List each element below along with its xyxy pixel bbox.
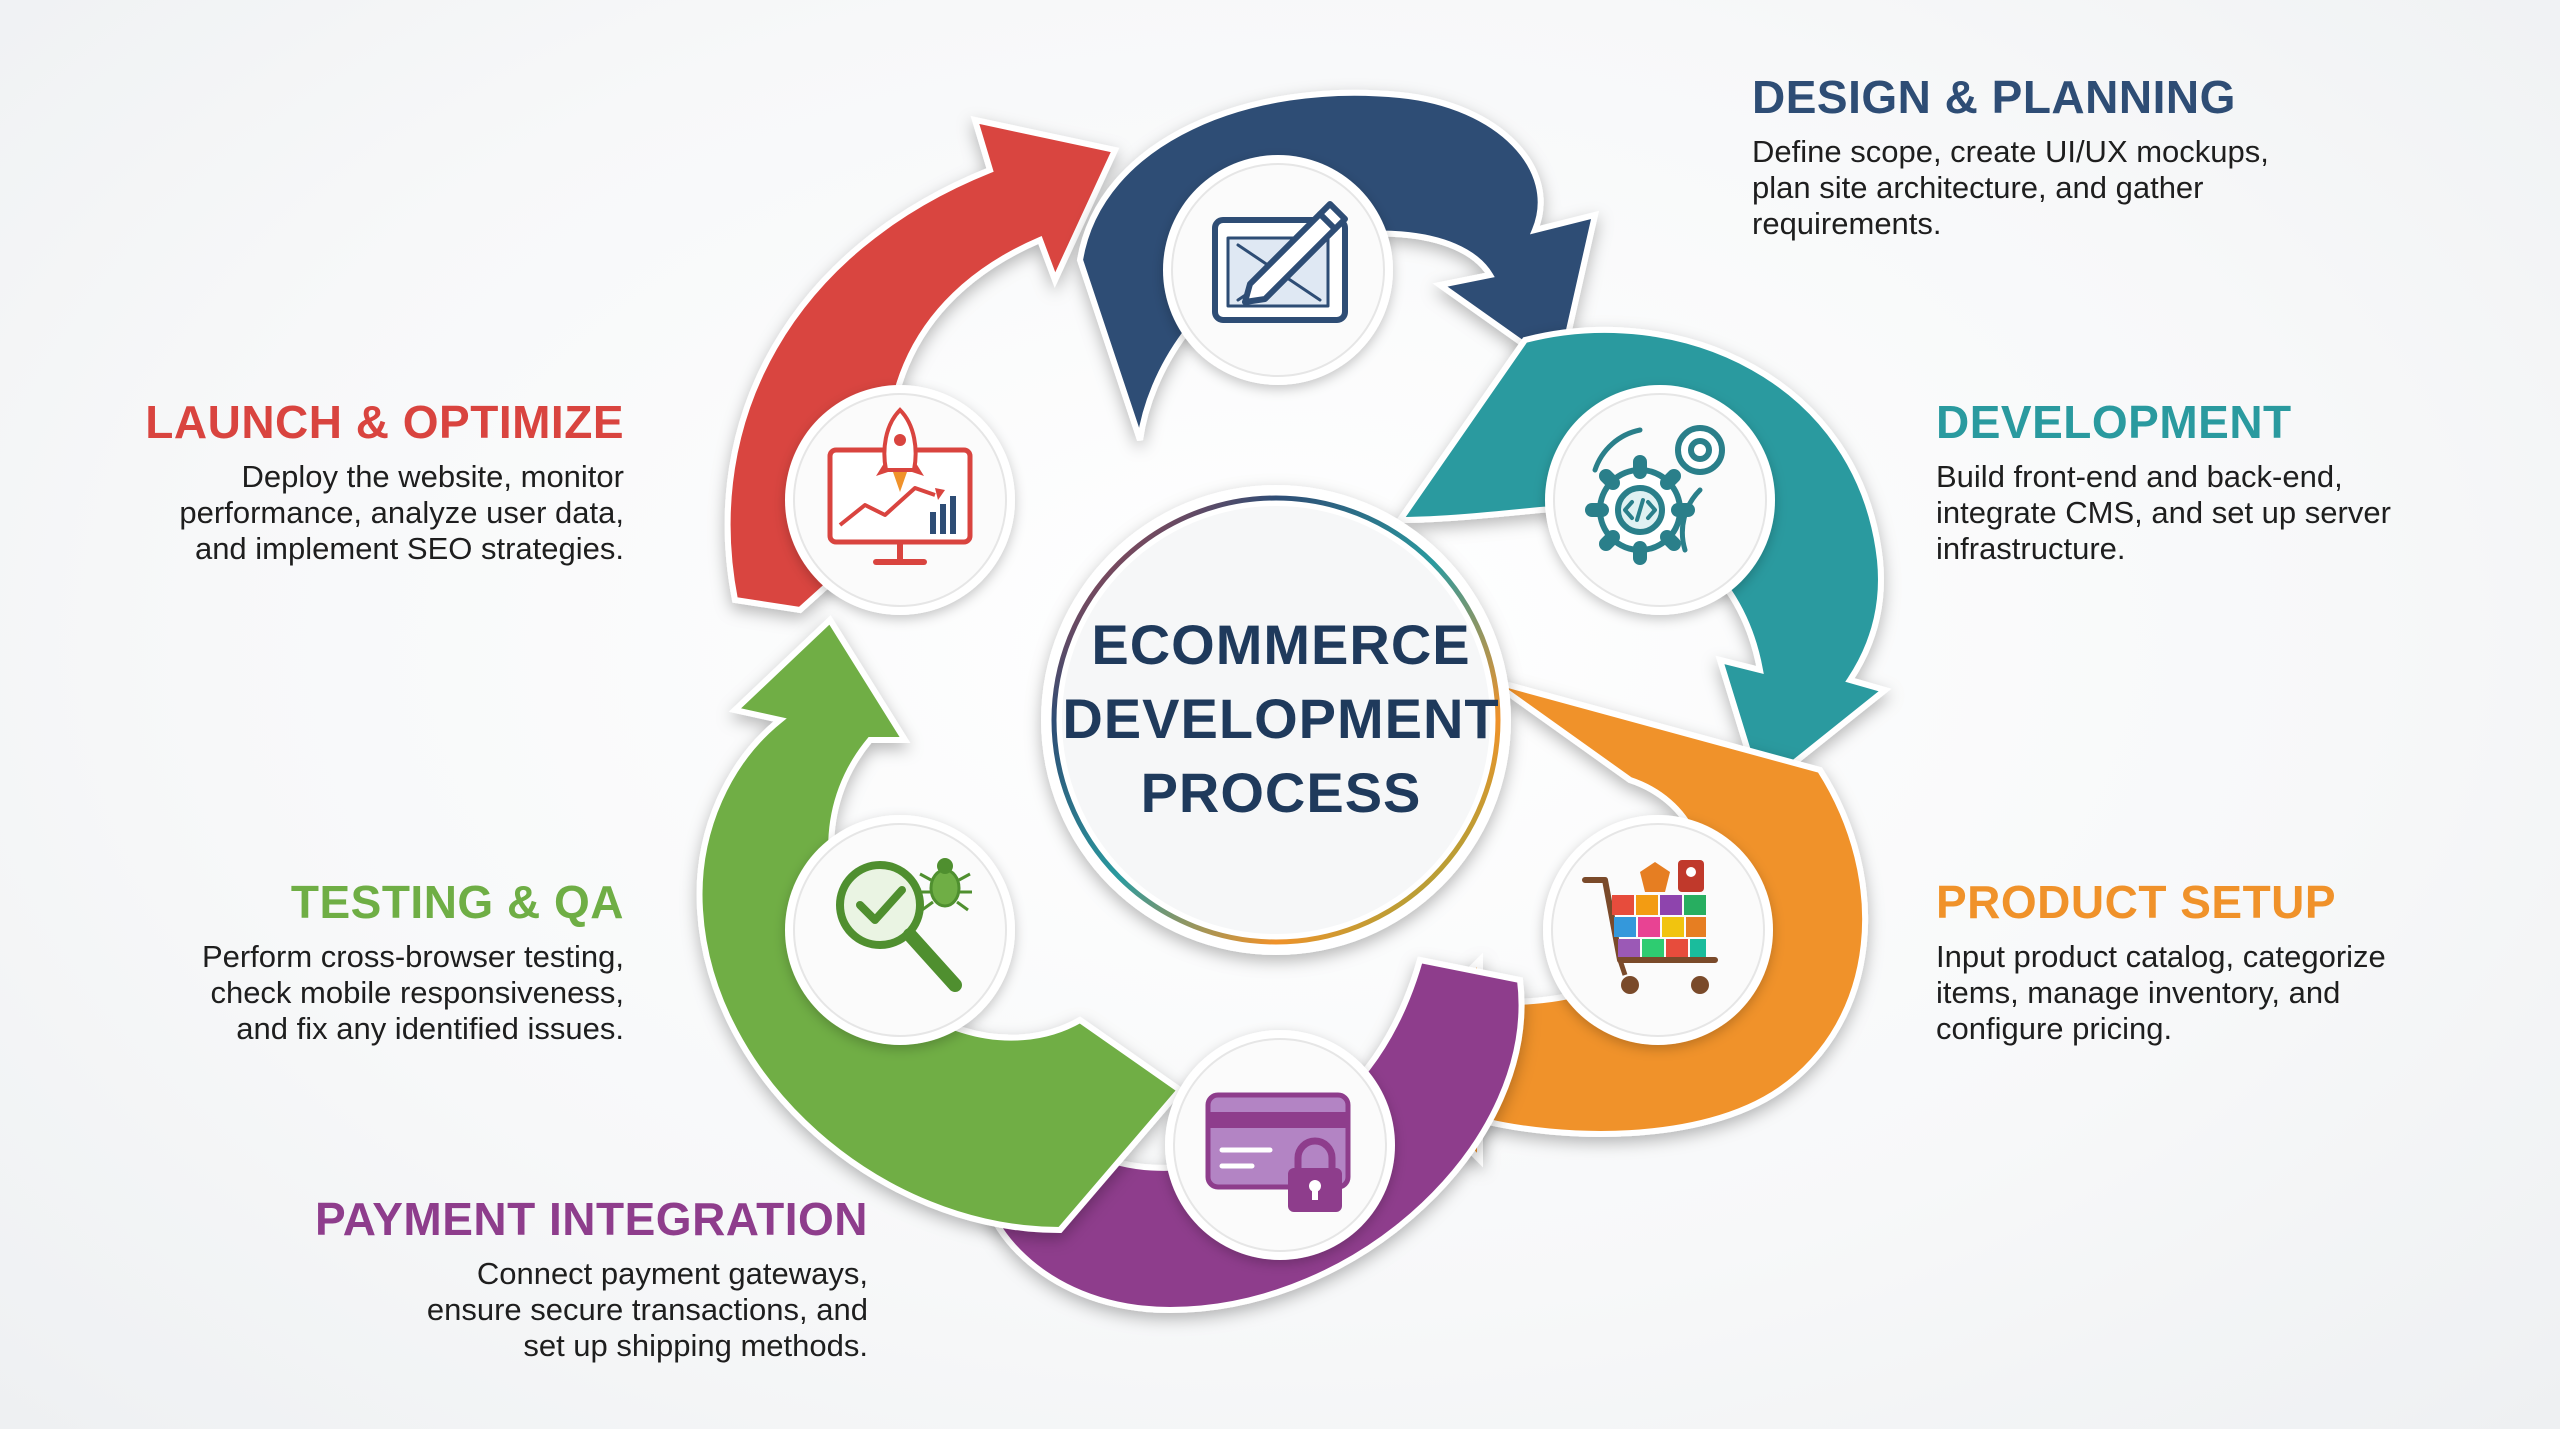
step-title-payment: PAYMENT INTEGRATION — [314, 1193, 868, 1245]
step-node-development — [1545, 385, 1775, 615]
step-desc-testing-line-3: and fix any identified issues. — [236, 1011, 624, 1046]
step-desc-payment: Connect payment gateways, ensure secure … — [315, 1256, 868, 1364]
step-desc-launch: Deploy the website, monitor performance,… — [145, 459, 624, 567]
step-desc-launch-line-2: performance, analyze user data, — [179, 495, 624, 530]
step-development: DEVELOPMENT Build front-end and back-end… — [1936, 395, 2391, 567]
center-hub: ECOMMERCE DEVELOPMENT PROCESS — [1041, 485, 1511, 955]
step-desc-launch-line-1: Deploy the website, monitor — [241, 459, 624, 494]
step-desc-launch-line-3: and implement SEO strategies. — [194, 531, 624, 566]
step-desc-product-line-2: items, manage inventory, and — [1936, 975, 2341, 1010]
step-desc-testing-line-1: Perform cross-browser testing, — [201, 939, 624, 974]
step-desc-design-line-2: plan site architecture, and gather — [1752, 170, 2204, 205]
step-title-design: DESIGN & PLANNING — [1752, 71, 2236, 123]
step-desc-development-line-1: Build front-end and back-end, — [1936, 459, 2343, 494]
step-product: PRODUCT SETUP Input product catalog, cat… — [1936, 875, 2386, 1047]
cycle-segments — [696, 89, 1892, 1314]
step-desc-design-line-1: Define scope, create UI/UX mockups, — [1752, 134, 2269, 169]
step-desc-development-line-2: integrate CMS, and set up server — [1936, 495, 2391, 530]
center-title-line-2: DEVELOPMENT — [1062, 687, 1499, 750]
center-title-line-3: PROCESS — [1141, 761, 1422, 824]
step-launch: LAUNCH & OPTIMIZE Deploy the website, mo… — [145, 395, 624, 567]
step-node-payment — [1165, 1030, 1395, 1260]
step-desc-product: Input product catalog, categorize items,… — [1936, 939, 2386, 1047]
step-node-launch — [785, 385, 1015, 615]
segment-development — [1394, 326, 1892, 796]
magnifier-bug-icon — [836, 858, 972, 992]
step-desc-testing-line-2: check mobile responsiveness, — [210, 975, 624, 1010]
code-gear-icon — [1585, 425, 1725, 565]
step-desc-payment-line-1: Connect payment gateways, — [476, 1256, 868, 1291]
step-desc-product-line-1: Input product catalog, categorize — [1936, 939, 2386, 974]
step-desc-payment-line-3: set up shipping methods. — [523, 1328, 868, 1363]
step-title-launch: LAUNCH & OPTIMIZE — [145, 396, 624, 448]
design-mockup-icon — [1212, 201, 1348, 323]
step-desc-testing: Perform cross-browser testing, check mob… — [202, 939, 624, 1047]
step-desc-design-line-3: requirements. — [1752, 206, 1942, 241]
step-desc-development: Build front-end and back-end, integrate … — [1936, 459, 2391, 567]
center-title-line-1: ECOMMERCE — [1091, 613, 1470, 676]
rocket-monitor-icon — [827, 407, 973, 565]
step-title-testing: TESTING & QA — [290, 876, 624, 928]
step-desc-design: Define scope, create UI/UX mockups, plan… — [1752, 134, 2269, 242]
step-design: DESIGN & PLANNING Define scope, create U… — [1752, 70, 2269, 242]
step-title-development: DEVELOPMENT — [1936, 396, 2292, 448]
step-node-testing — [785, 815, 1015, 1045]
step-node-design — [1163, 155, 1393, 385]
step-desc-payment-line-2: ensure secure transactions, and — [426, 1292, 868, 1327]
shopping-cart-icon — [1582, 860, 1718, 994]
step-node-product — [1543, 815, 1773, 1045]
step-payment: PAYMENT INTEGRATION Connect payment gate… — [315, 1192, 868, 1364]
step-title-product: PRODUCT SETUP — [1936, 876, 2337, 928]
step-testing: TESTING & QA Perform cross-browser testi… — [202, 875, 624, 1047]
step-desc-development-line-3: infrastructure. — [1936, 531, 2126, 566]
credit-card-lock-icon — [1205, 1092, 1351, 1212]
step-desc-product-line-3: configure pricing. — [1936, 1011, 2173, 1046]
